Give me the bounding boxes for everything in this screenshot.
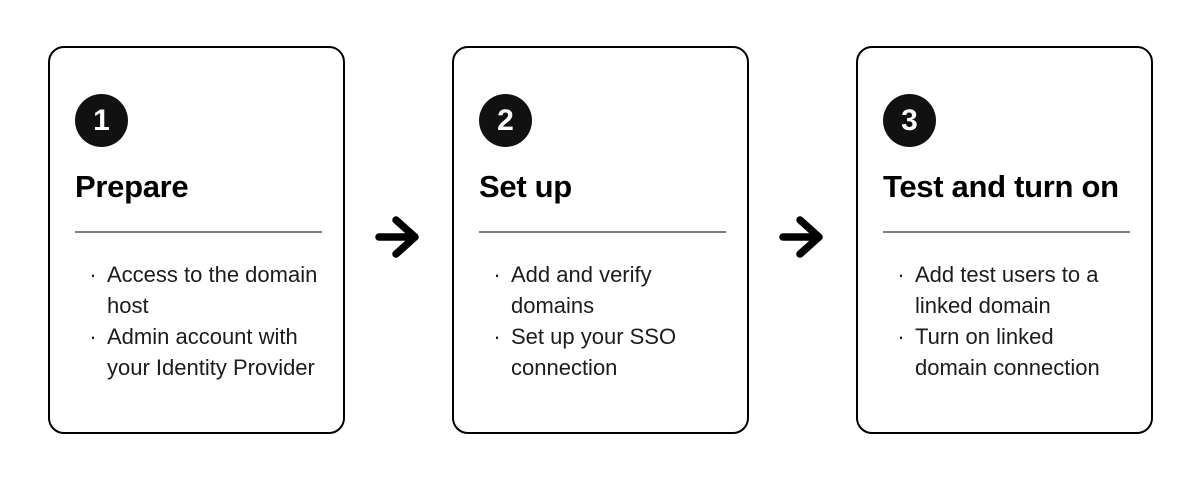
list-item: · Access to the domain host [88, 259, 322, 321]
step-title: Prepare [75, 169, 189, 204]
list-item: · Admin account with your Identity Provi… [88, 321, 322, 383]
step-card-prepare: 1 Prepare · Access to the domain host · … [48, 46, 345, 434]
list-item: · Set up your SSO connection [492, 321, 726, 383]
list-item: · Add and verify domains [492, 259, 726, 321]
step-number: 1 [93, 103, 110, 137]
step-checklist: · Add test users to a linked domain · Tu… [883, 259, 1130, 383]
step-title: Test and turn on [883, 169, 1119, 204]
list-item-text: Set up your SSO connection [511, 323, 677, 380]
step-checklist: · Access to the domain host · Admin acco… [75, 259, 322, 383]
step-number-badge: 2 [479, 94, 532, 147]
bullet-icon: · [89, 323, 97, 349]
list-item-text: Access to the domain host [107, 261, 318, 318]
step-number: 3 [901, 103, 918, 137]
divider [883, 231, 1130, 233]
sso-setup-steps-diagram: 1 Prepare · Access to the domain host · … [48, 46, 1153, 434]
step-arrow [345, 46, 452, 262]
step-checklist: · Add and verify domains · Set up your S… [479, 259, 726, 383]
step-arrow [749, 46, 856, 262]
bullet-icon: · [493, 261, 501, 287]
step-number-badge: 1 [75, 94, 128, 147]
divider [75, 231, 322, 233]
list-item-text: Add test users to a linked domain [915, 261, 1099, 318]
list-item: · Add test users to a linked domain [896, 259, 1130, 321]
step-card-set-up: 2 Set up · Add and verify domains · Set … [452, 46, 749, 434]
bullet-icon: · [493, 323, 501, 349]
divider [479, 231, 726, 233]
list-item: · Turn on linked domain connection [896, 321, 1130, 383]
list-item-text: Admin account with your Identity Provide… [107, 323, 315, 380]
arrow-right-icon [374, 216, 419, 258]
step-number-badge: 3 [883, 94, 936, 147]
arrow-right-icon [778, 216, 823, 258]
bullet-icon: · [897, 261, 905, 287]
bullet-icon: · [897, 323, 905, 349]
list-item-text: Turn on linked domain connection [915, 323, 1100, 380]
step-number: 2 [497, 103, 514, 137]
list-item-text: Add and verify domains [511, 261, 652, 318]
step-card-test-and-turn-on: 3 Test and turn on · Add test users to a… [856, 46, 1153, 434]
step-title: Set up [479, 169, 572, 204]
bullet-icon: · [89, 261, 97, 287]
